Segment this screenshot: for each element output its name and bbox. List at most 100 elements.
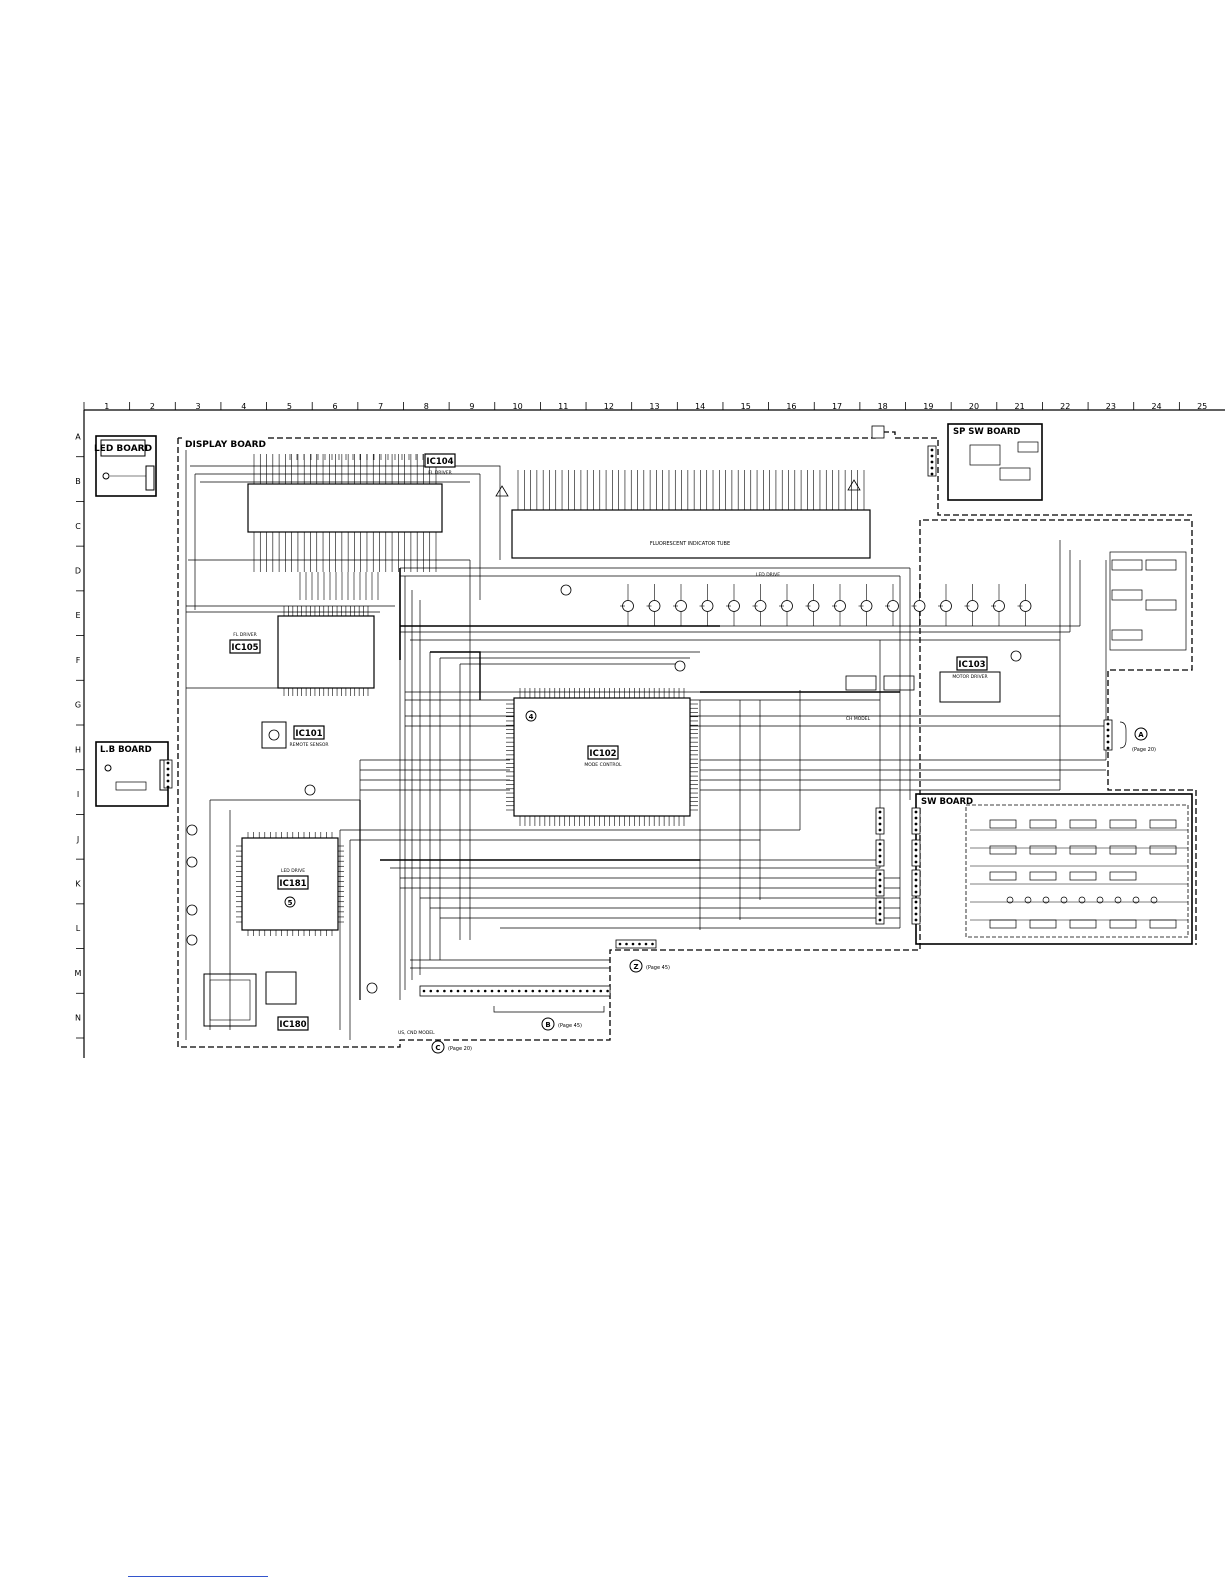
ic105-ref: IC105 bbox=[231, 643, 258, 653]
ic101-remote-sensor: IC101 REMOTE SENSOR bbox=[261, 721, 329, 749]
marker-5: 5 bbox=[288, 899, 293, 907]
grid-row-ticks bbox=[76, 456, 84, 1039]
grid-column-label: 11 bbox=[558, 402, 568, 411]
grid-column-label: 13 bbox=[649, 402, 659, 411]
sw-board-parts bbox=[970, 819, 1188, 929]
ch-model-label: CH MODEL bbox=[846, 716, 871, 722]
transistor bbox=[366, 982, 378, 994]
grid-column-label: 4 bbox=[241, 402, 246, 411]
ref-c: C (Page 20) US, CND MODEL bbox=[398, 1030, 472, 1054]
ic103-chip: IC103 MOTOR DRIVER CH MODEL bbox=[845, 656, 1001, 722]
ref-z-letter: Z bbox=[633, 963, 638, 971]
fluorescent-tube: FLUORESCENT INDICATOR TUBE bbox=[495, 470, 871, 559]
ic101-desc: REMOTE SENSOR bbox=[289, 742, 328, 748]
ic102-desc: MODE CONTROL bbox=[584, 762, 622, 768]
grid-column-label: 2 bbox=[150, 402, 155, 411]
ref-a-letter: A bbox=[1138, 731, 1144, 739]
sw-board: SW BOARD bbox=[915, 793, 1193, 945]
led-drive-transistors bbox=[620, 584, 1032, 626]
ref-b: B (Page 45) bbox=[493, 1006, 605, 1031]
grid-column-label: 20 bbox=[969, 402, 979, 411]
ic181-chip: IC181 LED DRIVE 5 bbox=[236, 832, 344, 936]
grid-column-ticks bbox=[83, 402, 1180, 410]
warning-icon bbox=[847, 479, 861, 491]
grid-column-label: 5 bbox=[287, 402, 292, 411]
wiring bbox=[185, 450, 1107, 1040]
grid-column-label: 3 bbox=[196, 402, 201, 411]
ic104-ref: IC104 bbox=[426, 457, 453, 467]
grid-row-label: A bbox=[75, 432, 81, 441]
grid-row-label: E bbox=[75, 611, 80, 620]
transistor bbox=[186, 904, 198, 916]
ic102-ref: IC102 bbox=[589, 749, 616, 759]
display-board-label: DISPLAY BOARD bbox=[185, 440, 266, 450]
ic181-desc: LED DRIVE bbox=[281, 868, 305, 874]
ref-z: Z (Page 45) bbox=[629, 959, 670, 973]
sp-sw-board: SP SW BOARD bbox=[947, 423, 1043, 501]
grid-frame bbox=[83, 409, 1225, 1058]
ic103-ref: IC103 bbox=[958, 660, 985, 670]
ic105-chip: IC105 FL DRIVER bbox=[229, 606, 375, 696]
transistor bbox=[674, 660, 686, 672]
grid-column-label: 15 bbox=[741, 402, 751, 411]
ic102-chip: IC102 MODE CONTROL 4 bbox=[506, 688, 698, 826]
misc-transistors bbox=[186, 584, 1022, 994]
tube-desc: FLUORESCENT INDICATOR TUBE bbox=[650, 541, 730, 547]
grid-row-label: C bbox=[75, 522, 81, 531]
grid-column-label: 7 bbox=[378, 402, 383, 411]
grid-column-label: 17 bbox=[832, 402, 842, 411]
transistor bbox=[1010, 650, 1022, 662]
ic104-chip: IC104 FL DRIVER bbox=[247, 453, 456, 572]
grid-row-label: B bbox=[75, 477, 81, 486]
grid-row-label: G bbox=[75, 701, 81, 710]
ref-a: A (Page 20) bbox=[1119, 721, 1156, 753]
transistor bbox=[186, 856, 198, 868]
led-board: LED BOARD bbox=[94, 435, 157, 497]
transistor bbox=[186, 824, 198, 836]
grid-column-label: 23 bbox=[1106, 402, 1116, 411]
grid-column-label: 8 bbox=[424, 402, 429, 411]
transistor bbox=[560, 584, 572, 596]
footer-rule bbox=[128, 1576, 268, 1577]
grid-row-label: J bbox=[76, 835, 79, 844]
grid-column-label: 24 bbox=[1151, 402, 1161, 411]
grid-row-label: D bbox=[75, 567, 81, 576]
ref-b-letter: B bbox=[545, 1021, 550, 1029]
tube-wiring bbox=[289, 454, 438, 600]
grid-column-label: 10 bbox=[512, 402, 522, 411]
marker-4: 4 bbox=[529, 713, 534, 721]
ref-a-page: (Page 20) bbox=[1132, 747, 1156, 753]
grid-column-label: 12 bbox=[604, 402, 614, 411]
sp-sw-board-label: SP SW BOARD bbox=[953, 427, 1020, 437]
side-panel bbox=[1109, 551, 1187, 651]
grid-column-label: 18 bbox=[878, 402, 888, 411]
sw-board-label: SW BOARD bbox=[921, 797, 973, 807]
ic101-ref: IC101 bbox=[295, 729, 322, 739]
grid-column-label: 19 bbox=[923, 402, 933, 411]
ic105-desc: FL DRIVER bbox=[233, 632, 257, 638]
grid-row-label: L bbox=[76, 924, 81, 933]
grid-row-label: N bbox=[75, 1014, 81, 1023]
ref-b-page: (Page 45) bbox=[558, 1023, 582, 1029]
warning-icon bbox=[495, 485, 509, 497]
grid-column-label: 25 bbox=[1197, 402, 1207, 411]
transistor bbox=[304, 784, 316, 796]
grid-row-label: M bbox=[75, 969, 82, 978]
ic180-ref: IC180 bbox=[279, 1020, 306, 1030]
ic103-desc: MOTOR DRIVER bbox=[952, 674, 987, 680]
grid-column-label: 16 bbox=[786, 402, 796, 411]
us-model-label: US, CND MODEL bbox=[398, 1030, 435, 1036]
grid-column-label: 9 bbox=[469, 402, 474, 411]
ref-c-page: (Page 20) bbox=[448, 1046, 472, 1052]
lb-board: L.B BOARD bbox=[95, 741, 169, 807]
ic180-chip: IC180 bbox=[203, 971, 309, 1031]
ic104-desc: FL DRIVER bbox=[428, 470, 452, 476]
grid-row-label: I bbox=[77, 790, 79, 799]
led-board-label: LED BOARD bbox=[94, 444, 152, 454]
ref-z-page: (Page 45) bbox=[646, 965, 670, 971]
ic181-ref: IC181 bbox=[279, 879, 306, 889]
grid-row-label: F bbox=[76, 656, 81, 665]
lb-board-label: L.B BOARD bbox=[100, 745, 152, 755]
